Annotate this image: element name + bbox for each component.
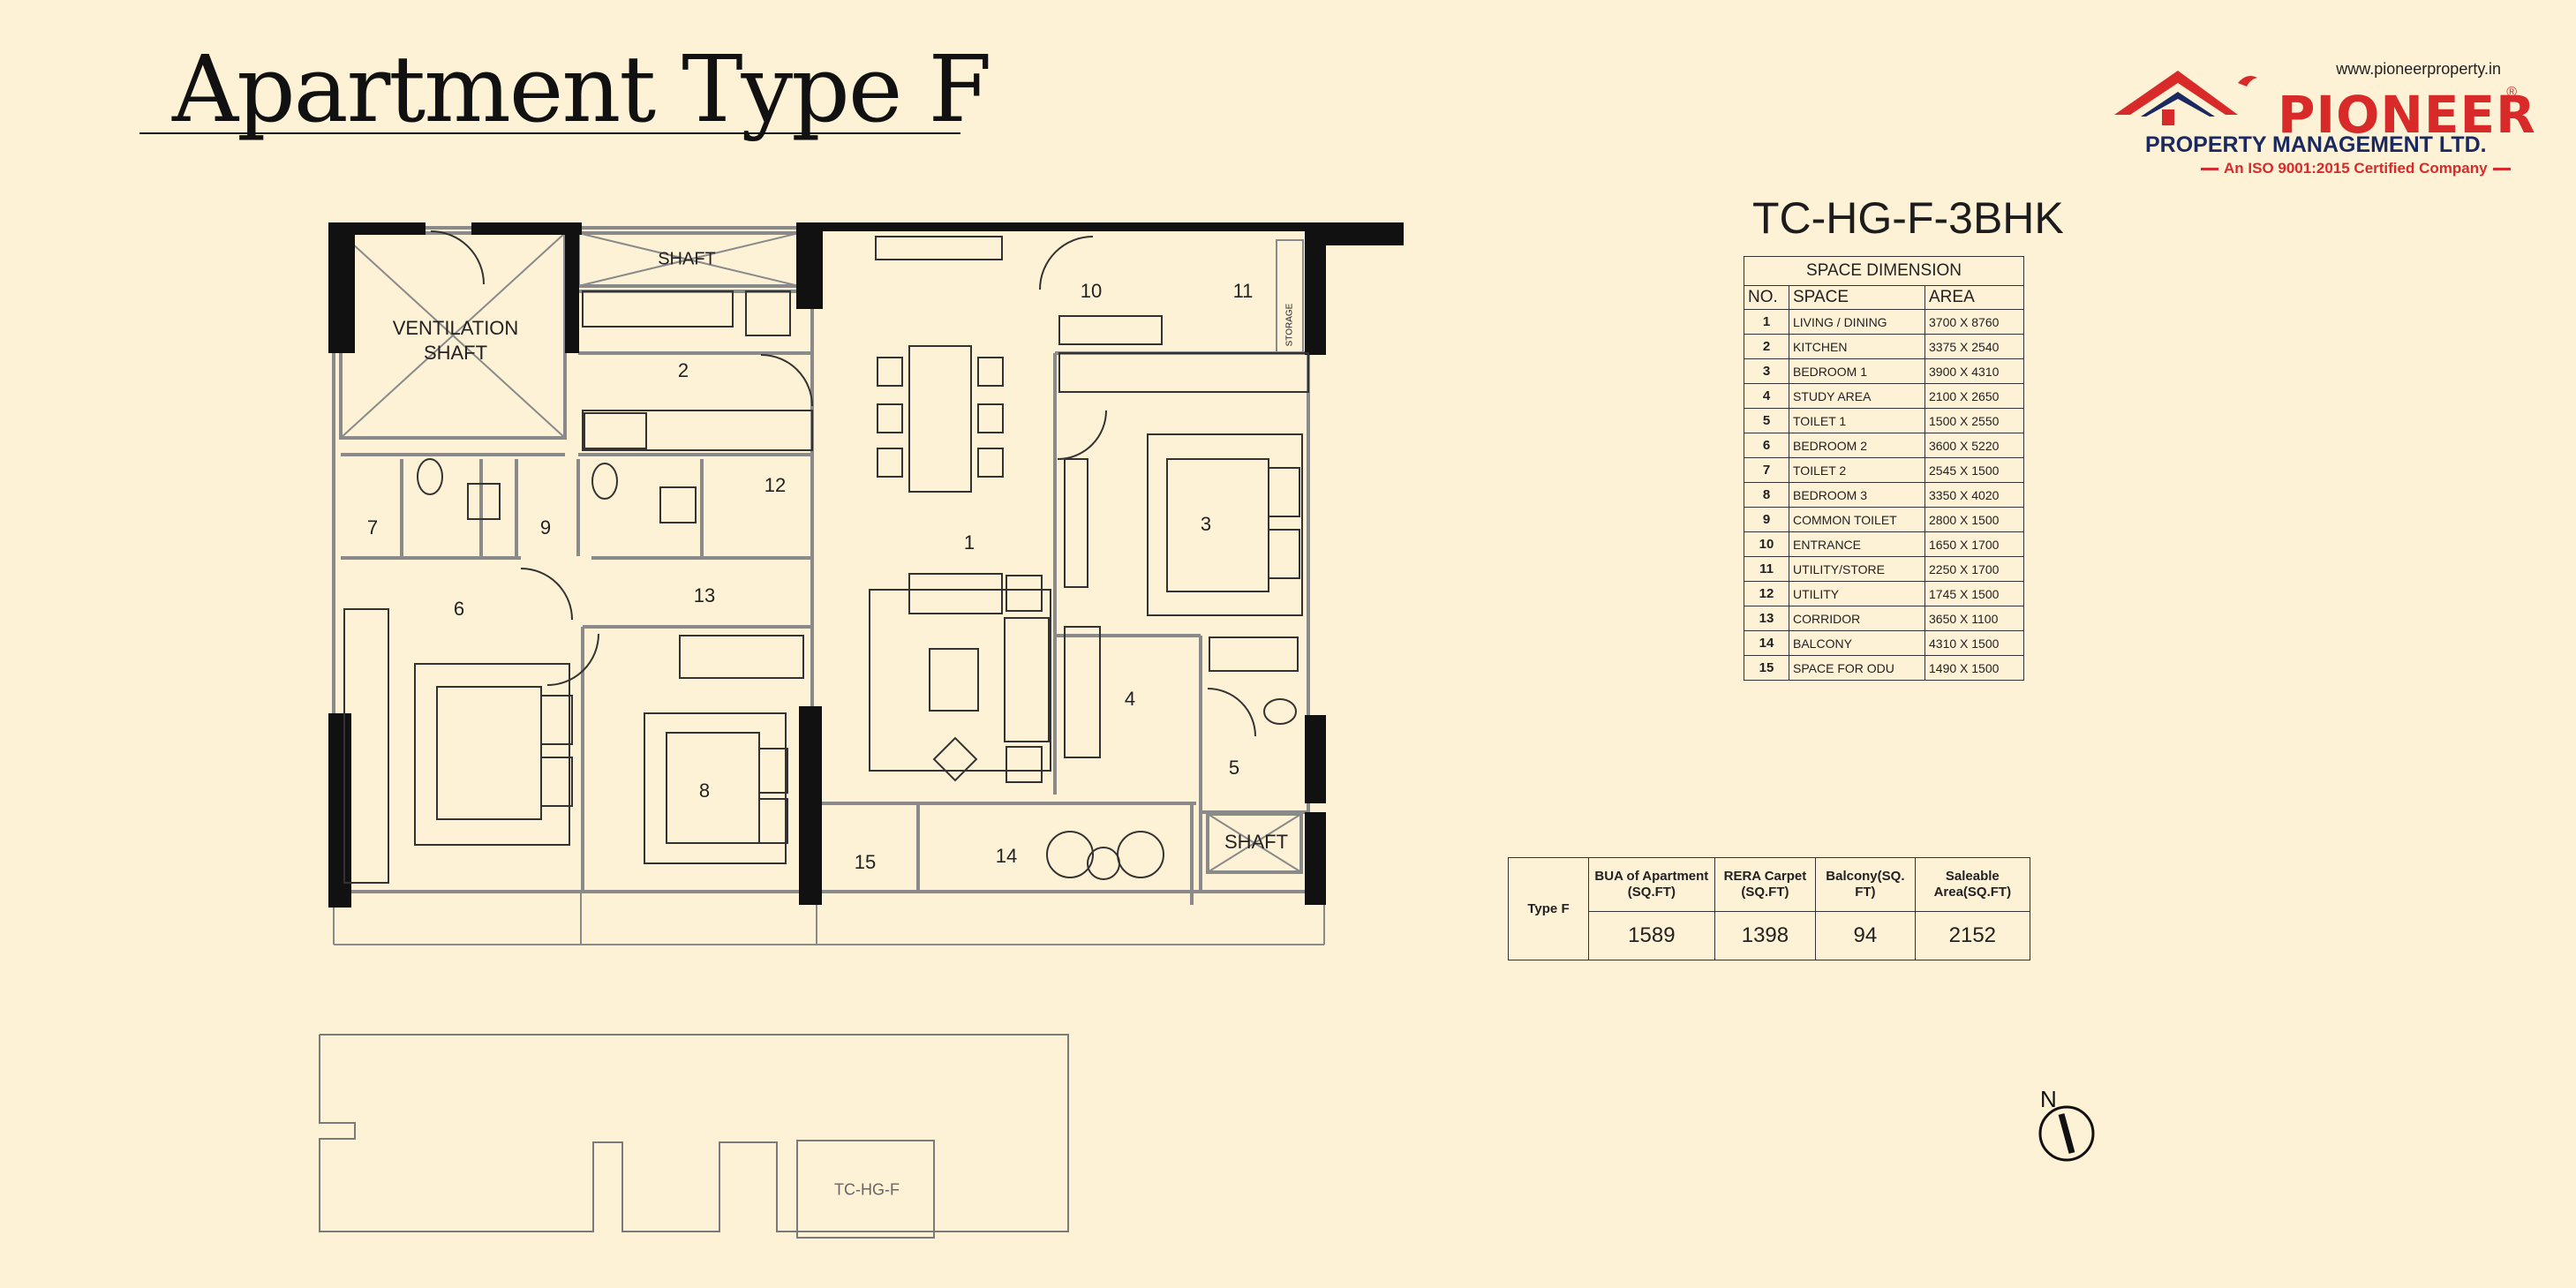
shaft-label-top: SHAFT [658,249,716,269]
type-label: Type F [1508,857,1589,960]
brand-url: www.pioneerproperty.in [2336,60,2501,78]
cell-space: CORRIDOR [1789,606,1925,631]
cell-space: TOILET 2 [1789,457,1925,483]
room-number-9: 9 [539,516,552,539]
cell-no: 13 [1744,606,1789,631]
title-underline [139,132,960,134]
value-bua: 1589 [1588,911,1715,960]
brand-certification: An ISO 9001:2015 Certified Company [2196,160,2516,177]
room-number-12: 12 [764,474,787,496]
furniture [343,230,1309,884]
value-rera: 1398 [1714,911,1817,960]
structural-walls [328,222,1404,908]
cell-space: UTILITY/STORE [1789,556,1925,582]
room-number-7: 7 [366,516,379,539]
room-number-14: 14 [995,845,1018,867]
room-number-3: 3 [1200,513,1212,535]
cell-space: BEDROOM 3 [1789,482,1925,508]
cell-area: 3350 X 4020 [1924,482,2024,508]
cell-space: ENTRANCE [1789,531,1925,557]
unit-code: TC-HG-F-3BHK [1752,193,2064,243]
header-saleable: Saleable Area(SQ.FT) [1914,857,2031,912]
ventilation-shaft-label-1: VENTILATION [392,317,519,339]
cell-no: 15 [1744,655,1789,681]
cell-area: 4310 X 1500 [1924,630,2024,656]
cell-no: 3 [1744,358,1789,384]
cell-area: 2100 X 2650 [1924,383,2024,409]
cell-space: STUDY AREA [1789,383,1925,409]
cell-area: 2250 X 1700 [1924,556,2024,582]
cell-space: LIVING / DINING [1789,309,1925,335]
room-number-10: 10 [1080,280,1103,302]
table-header-row: NO. SPACE AREA [1744,285,2024,310]
value-saleable: 2152 [1914,911,2031,960]
cell-area: 2800 X 1500 [1924,507,2024,532]
ventilation-shaft-label-2: SHAFT [423,342,488,364]
room-number-6: 6 [453,598,465,620]
header-rera: RERA Carpet (SQ.FT) [1714,857,1817,912]
cell-no: 6 [1744,433,1789,458]
room-number-8: 8 [698,780,711,802]
header-no: NO. [1744,285,1789,310]
page-title: Apartment Type F [172,35,992,143]
cell-no: 9 [1744,507,1789,532]
cell-space: BEDROOM 2 [1789,433,1925,458]
key-plan-label: TC-HG-F [834,1180,900,1199]
cell-area: 1490 X 1500 [1924,655,2024,681]
header-bua: BUA of Apartment (SQ.FT) [1588,857,1715,912]
cell-space: UTILITY [1789,581,1925,606]
storage-label: STORAGE [1284,303,1295,347]
house-roof-icon [2114,71,2257,125]
brand-logo: www.pioneerproperty.in PIONEER ® PROPERT… [2105,55,2535,187]
room-number-5: 5 [1228,757,1240,779]
room-number-4: 4 [1124,688,1136,710]
area-summary-table: Type F BUA of Apartment (SQ.FT) RERA Car… [1508,857,2031,960]
header-space: SPACE [1789,285,1925,310]
shaft-label-bottom: SHAFT [1224,831,1289,853]
table-caption: SPACE DIMENSION [1744,256,2024,286]
cell-area: 3700 X 8760 [1924,309,2024,335]
cell-space: TOILET 1 [1789,408,1925,433]
brand-subtitle: PROPERTY MANAGEMENT LTD. [2145,132,2487,157]
cell-area: 3600 X 5220 [1924,433,2024,458]
cell-space: KITCHEN [1789,334,1925,359]
cell-area: 3900 X 4310 [1924,358,2024,384]
cell-no: 12 [1744,581,1789,606]
cell-area: 1650 X 1700 [1924,531,2024,557]
room-number-11: 11 [1232,280,1254,302]
room-number-2: 2 [677,359,689,381]
brand-name: PIONEER [2278,85,2536,145]
header-balcony: Balcony(SQ. FT) [1815,857,1916,912]
cell-no: 2 [1744,334,1789,359]
north-arrow-icon: N [2038,1086,2095,1162]
room-number-13: 13 [693,584,716,606]
cell-area: 2545 X 1500 [1924,457,2024,483]
key-plan [319,1034,1069,1239]
room-number-1: 1 [963,531,975,554]
room-number-15: 15 [854,851,877,873]
cell-space: SPACE FOR ODU [1789,655,1925,681]
registered-mark: ® [2506,85,2517,100]
north-label: N [2040,1086,2057,1112]
